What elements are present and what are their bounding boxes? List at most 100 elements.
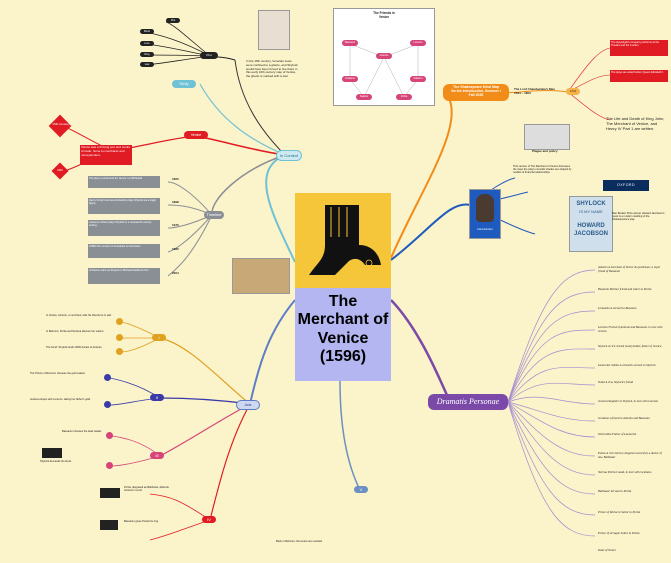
year-1596-chip[interactable]: 1596 [566, 88, 580, 95]
plot-leaf[interactable]: Love [140, 41, 154, 46]
acts-node[interactable]: Acts [236, 400, 260, 410]
character-entry[interactable]: Lorenzo Friend of Antonio and Bassanio, … [598, 325, 663, 333]
character-entry[interactable]: Antonio A merchant of Venice & gentleman… [598, 265, 660, 273]
book-note: Man Booker Prize-winner Howard Jacobson'… [612, 212, 665, 222]
scene-note: In Venice, Antonio, a merchant, tells hi… [46, 314, 112, 317]
scene-dot[interactable] [104, 401, 111, 408]
scene-note: The Prince of Morocco chooses the gold c… [30, 372, 86, 375]
character-entry[interactable]: Duke of Venice [598, 548, 616, 552]
act-node[interactable]: IV [202, 516, 216, 523]
character-entry[interactable]: Bassanio Brother friend and suitor to Po… [598, 287, 652, 291]
plot-leaf[interactable]: Ring [140, 52, 154, 57]
friend-node[interactable]: Bassanio [342, 40, 358, 46]
venice-node[interactable]: Venice [184, 131, 208, 139]
character-entry[interactable]: Balthazar Servant to Portia [598, 489, 632, 493]
king-john-note: The Life and Death of King John, The Mer… [606, 116, 665, 131]
character-entry[interactable]: Prince of Morocco Suitor to Portia [598, 510, 641, 514]
character-entry[interactable]: Gratiano A friend to Antonio and Bassani… [598, 416, 650, 420]
history-card: The playwright's company performs at the… [610, 40, 668, 56]
friend-node[interactable]: Antonio [376, 53, 392, 59]
portrait-image [476, 194, 494, 222]
scene-note: Portia, disguised as Balthazar, defends … [124, 486, 169, 493]
plague-caption: Plague and policy [532, 149, 558, 153]
friend-node[interactable]: Lorenzo [410, 40, 426, 46]
timeline-node[interactable]: Timeline [204, 211, 224, 219]
scene-dot[interactable] [104, 374, 111, 381]
character-entry[interactable]: Prince of Arragon Suitor to Portia [598, 531, 640, 535]
book-cover: SHYLOCK IS MY NAME HOWARD JACOBSON [569, 196, 613, 252]
scene-dot[interactable] [116, 318, 123, 325]
character-entry[interactable]: Leonardo A servant to Bassanio [598, 306, 637, 310]
title-line: Merchant of [297, 311, 389, 329]
scene-note: In Belmont, Portia and Nerissa discuss h… [46, 330, 105, 333]
setting-node[interactable]: Sicily [172, 80, 196, 88]
scene-note: Back in Belmont, the lovers are reunited… [276, 540, 323, 543]
scene-note: Shylock demands his bond. [40, 460, 72, 463]
timeline-card: The play is performed for James I at Whi… [88, 176, 160, 188]
shakespeare-portrait[interactable]: Introduction [469, 189, 501, 239]
timeline-card: A BBC film version is broadcast on telev… [88, 244, 160, 258]
introduction-label: Introduction [477, 227, 493, 231]
scene-dot[interactable] [106, 462, 113, 469]
friend-node[interactable]: Salanio [356, 94, 372, 100]
chamberlains-men-label: The Lord Chamberlain's Men 1594 ~ 1603 [514, 87, 556, 95]
shoes-image [42, 448, 62, 458]
scene-dot[interactable] [116, 348, 123, 355]
year-1970: 1970 [172, 223, 179, 227]
painting-image [232, 258, 290, 294]
timeline-card: Laurence Olivier plays Shylock in a nine… [88, 220, 160, 236]
act-node[interactable]: V [354, 486, 368, 493]
scene-note: Bassanio chooses the lead casket. [62, 430, 102, 433]
scene-dot[interactable] [106, 432, 113, 439]
friends-map-title: The Friends in Venice [373, 11, 395, 19]
plot-leaf[interactable]: Plot [166, 18, 180, 23]
character-entry[interactable]: Tubal A Jew, Shylock's friend [598, 380, 634, 384]
friend-node[interactable]: Salarino [410, 76, 426, 82]
ring-image [100, 520, 118, 530]
plague-engraving [524, 124, 570, 150]
scales-image [100, 488, 120, 498]
friend-node[interactable]: Gratiano [342, 76, 358, 82]
year-1898: 1898 [172, 200, 179, 204]
timeline-card: Henry Irving's famous production plays S… [88, 198, 160, 214]
plot-node[interactable]: Plot [200, 52, 218, 59]
character-entry[interactable]: Old Gobbo Father of Launcelot [598, 432, 637, 436]
character-entry[interactable]: Jessica Daughter to Shylock, in love wit… [598, 399, 659, 403]
year-2004: 2004 [172, 271, 179, 275]
character-entry[interactable]: Launcelot Gobbo A clownish servant to Sh… [598, 363, 656, 367]
scene-note: Bassanio gives Portia his ring. [124, 520, 159, 523]
in-context-node[interactable]: In Context [276, 150, 302, 161]
timeline-card: Al Pacino stars as Shylock in Michael Ra… [88, 268, 160, 284]
century-label: 15th Century [52, 122, 70, 126]
scene-note: Jessica elopes with Lorenzo, taking her … [30, 398, 91, 401]
scene-dot[interactable] [116, 334, 123, 341]
friend-node[interactable]: Portia [396, 94, 412, 100]
character-entry[interactable]: Shylock A rich Jewish moneylender, fathe… [598, 344, 662, 348]
act-node[interactable]: I [152, 334, 166, 341]
series-header-node[interactable]: The Shakespeare Mind Map Series Introduc… [443, 84, 509, 101]
dramatis-personae-node[interactable]: Dramatis Personae [428, 394, 508, 410]
scene-note: The bond: Shylock lends 3000 ducats to A… [46, 346, 103, 349]
title-line: The [328, 293, 358, 310]
venice-map-image [258, 10, 290, 50]
plot-leaf[interactable]: Law [140, 62, 154, 67]
central-topic-title: The Merchant of Venice (1596) [295, 293, 391, 367]
history-card: The plays are acted before Queen Elizabe… [610, 70, 668, 82]
plot-leaf[interactable]: Bond [140, 29, 154, 34]
character-entry[interactable]: Nerissa Portia's maid, in love with Grat… [598, 470, 652, 474]
title-line: Venice [317, 329, 369, 347]
act-node[interactable]: III [150, 452, 164, 459]
character-entry[interactable]: Portia A rich heiress; disguises herself… [598, 451, 662, 459]
title-line: (1596) [319, 348, 367, 366]
intro-note: This version of The Merchant of Venice d… [513, 165, 572, 175]
oxford-logo: OXFORD [603, 180, 649, 191]
venice-map-caption: In the 16th century, Venetian Jews were … [246, 59, 298, 78]
gloved-hand-icon [309, 205, 381, 275]
act-node[interactable]: II [150, 394, 164, 401]
central-topic-node[interactable]: The Merchant of Venice (1596) [295, 193, 391, 381]
friends-in-venice-map: The Friends in Venice Bassanio Antonio L… [333, 8, 435, 106]
year-1605: 1605 [172, 177, 179, 181]
central-topic-image [295, 193, 391, 288]
venice-info-card: Venice was a thriving port and centre of… [80, 145, 132, 165]
